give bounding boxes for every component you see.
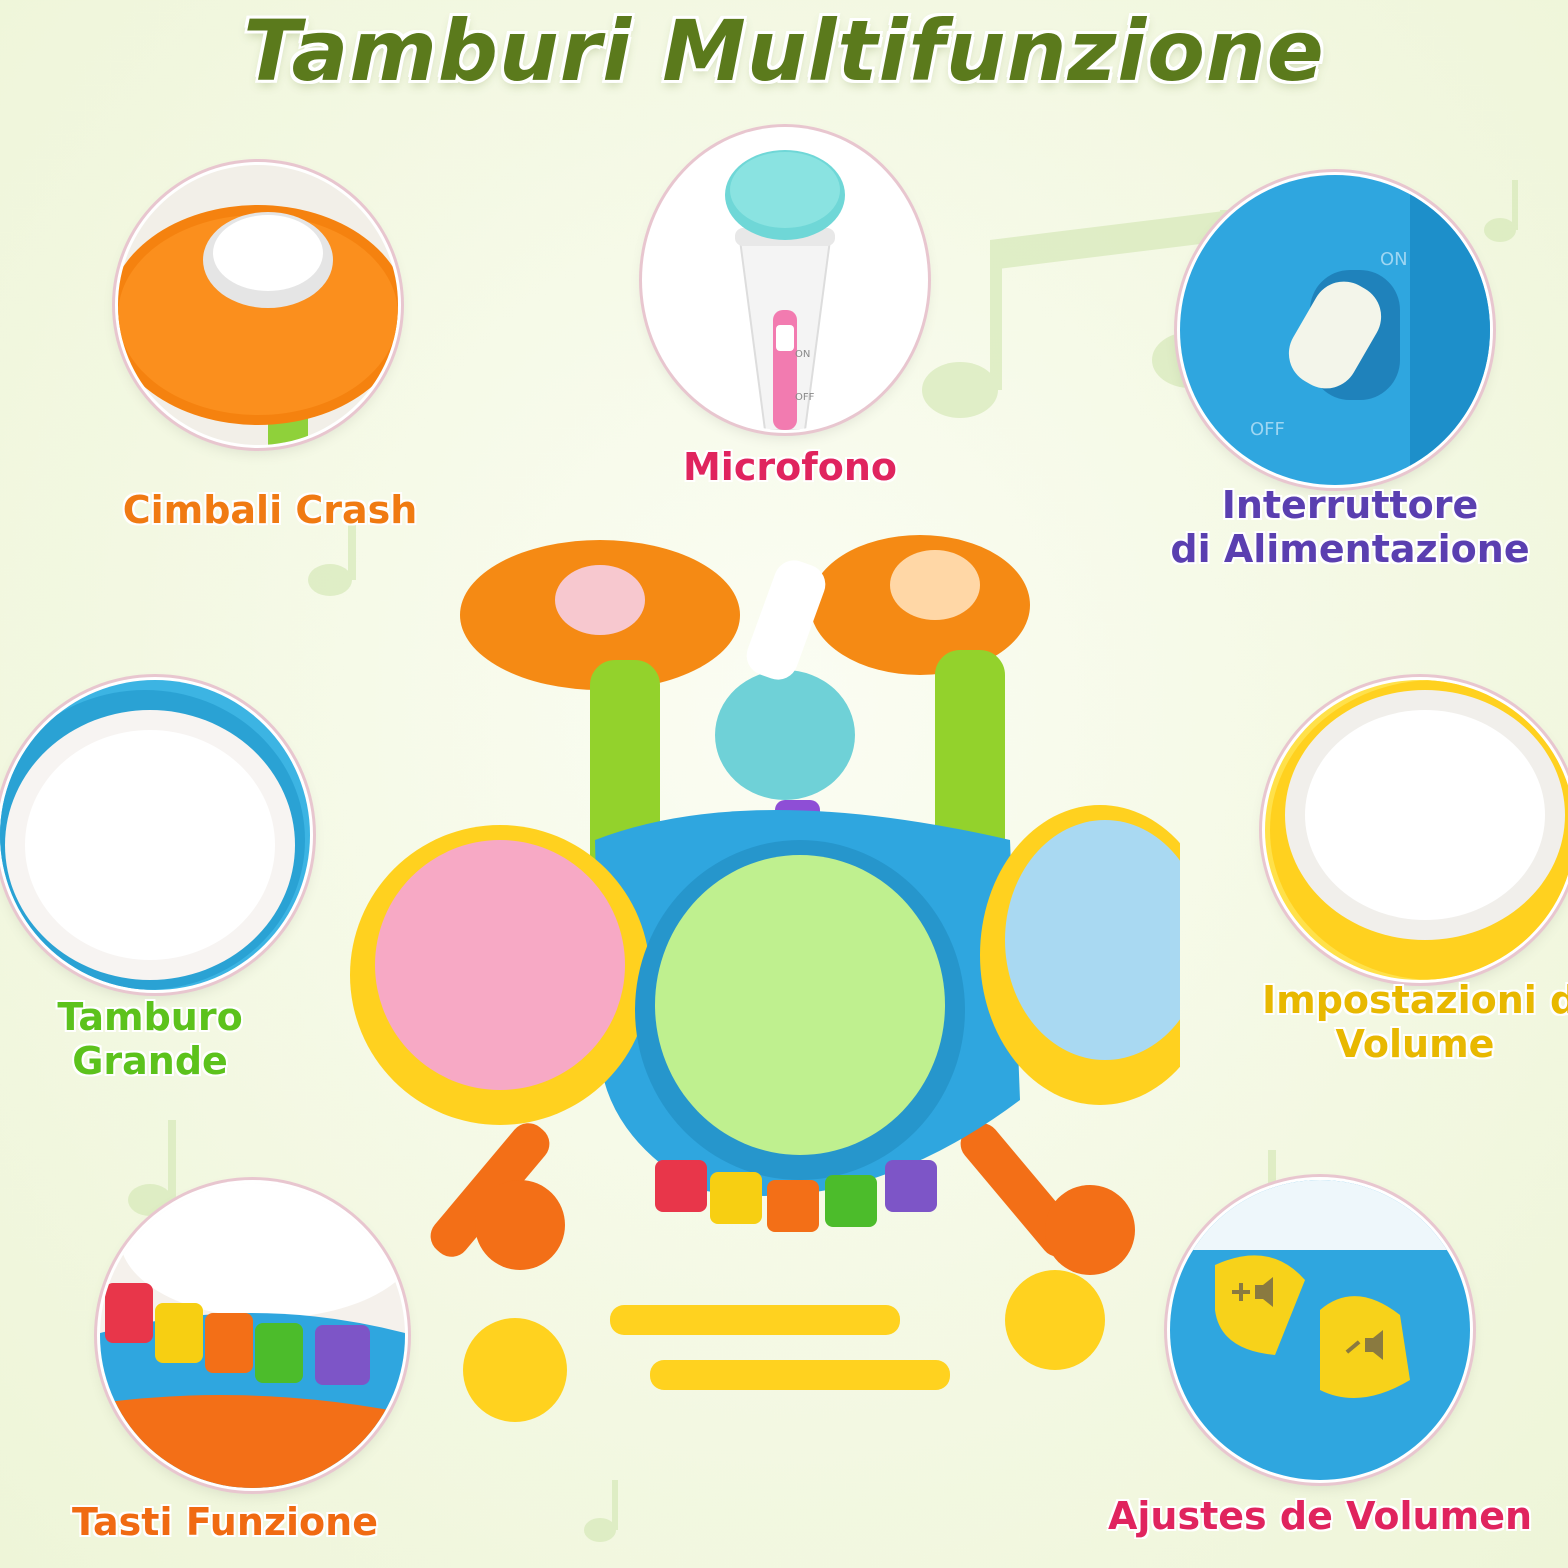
volume-adjust-label: Ajustes de Volumen xyxy=(1107,1494,1533,1538)
microphone-closeup: ON OFF xyxy=(645,130,925,430)
drum-set-illustration xyxy=(320,500,1180,1430)
big-drum-label: Tamburo Grande xyxy=(20,995,280,1083)
power-switch-closeup: ON OFF xyxy=(1180,175,1490,485)
function-keys-label: Tasti Funzione xyxy=(72,1500,378,1544)
volume-buttons-closeup xyxy=(1170,1180,1470,1480)
mic-on-text: ON xyxy=(795,349,810,360)
big-drum-label-line2: Grande xyxy=(72,1039,228,1083)
power-switch-label: Interruttore di Alimentazione xyxy=(1150,483,1550,571)
volume-settings-label: Impostazioni del Volume xyxy=(1262,978,1568,1066)
cymbals-label: Cimbali Crash xyxy=(122,488,418,532)
music-note-icon xyxy=(128,1120,176,1216)
music-note-icon xyxy=(308,500,356,596)
function-keys-closeup xyxy=(100,1183,405,1488)
music-note-icon xyxy=(584,1480,618,1542)
cymbal-closeup xyxy=(118,165,398,445)
switch-off-text: OFF xyxy=(1250,419,1285,440)
music-note-icon xyxy=(1484,180,1518,242)
power-switch-label-line1: Interruttore xyxy=(1221,483,1479,527)
switch-on-text: ON xyxy=(1380,249,1408,270)
power-switch-label-line2: di Alimentazione xyxy=(1170,527,1530,571)
big-drum-closeup xyxy=(0,680,310,990)
volume-up-icon xyxy=(1232,1277,1273,1307)
page-title: Tamburi Multifunzione xyxy=(243,2,1325,100)
volume-settings-label-line1: Impostazioni del xyxy=(1262,978,1568,1022)
microphone-label: Microfono xyxy=(682,445,897,489)
big-drum-label-line1: Tamburo xyxy=(57,995,243,1039)
side-drum-closeup xyxy=(1265,680,1568,980)
mic-off-text: OFF xyxy=(795,392,815,403)
volume-settings-label-line2: Volume xyxy=(1335,1022,1495,1066)
volume-down-icon xyxy=(1345,1330,1383,1360)
